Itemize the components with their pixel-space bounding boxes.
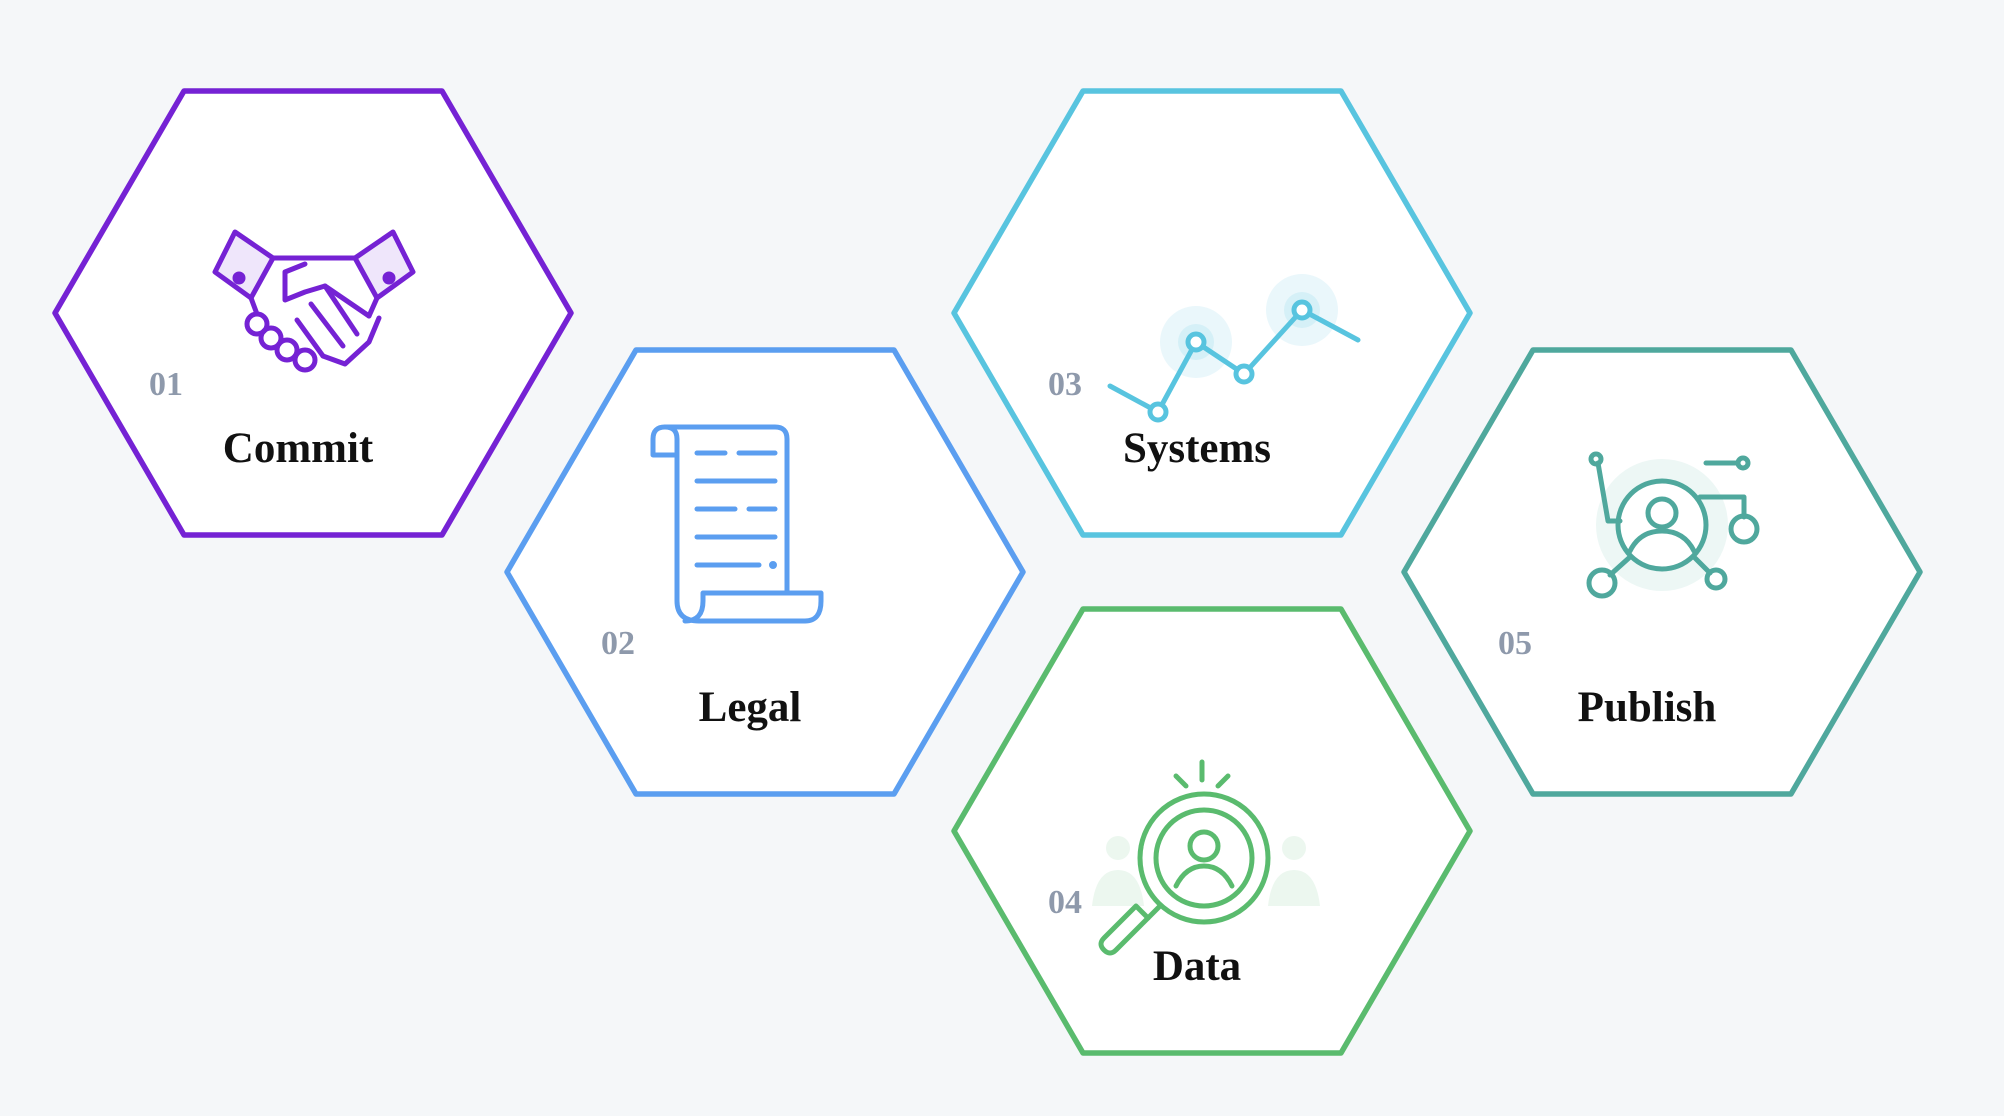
handshake-icon [173, 168, 453, 408]
step-systems: 03 Systems [951, 88, 1473, 538]
step-number: 02 [601, 625, 635, 662]
step-label: Commit [222, 425, 374, 472]
user-network-icon [1522, 427, 1802, 667]
step-number: 03 [1048, 366, 1082, 403]
step-label: Data [1152, 943, 1242, 990]
hexagon-frame [504, 347, 1026, 797]
step-label: Legal [698, 684, 802, 731]
step-number: 04 [1048, 884, 1082, 921]
step-publish: 05 Publish [1401, 347, 1923, 797]
step-label: Systems [1122, 425, 1272, 472]
step-number: 01 [149, 366, 183, 403]
step-number: 05 [1498, 625, 1532, 662]
step-label: Publish [1577, 684, 1717, 731]
hexagon-frame [951, 606, 1473, 1056]
magnifier-user-icon [1072, 686, 1352, 956]
scroll-document-icon [625, 424, 905, 667]
step-legal: 02 Legal [504, 347, 1026, 797]
line-chart-icon [1072, 168, 1361, 423]
step-data: 04 Data [951, 606, 1473, 1056]
step-commit: 01 Commit [52, 88, 574, 538]
hexagon-frame [52, 88, 574, 538]
